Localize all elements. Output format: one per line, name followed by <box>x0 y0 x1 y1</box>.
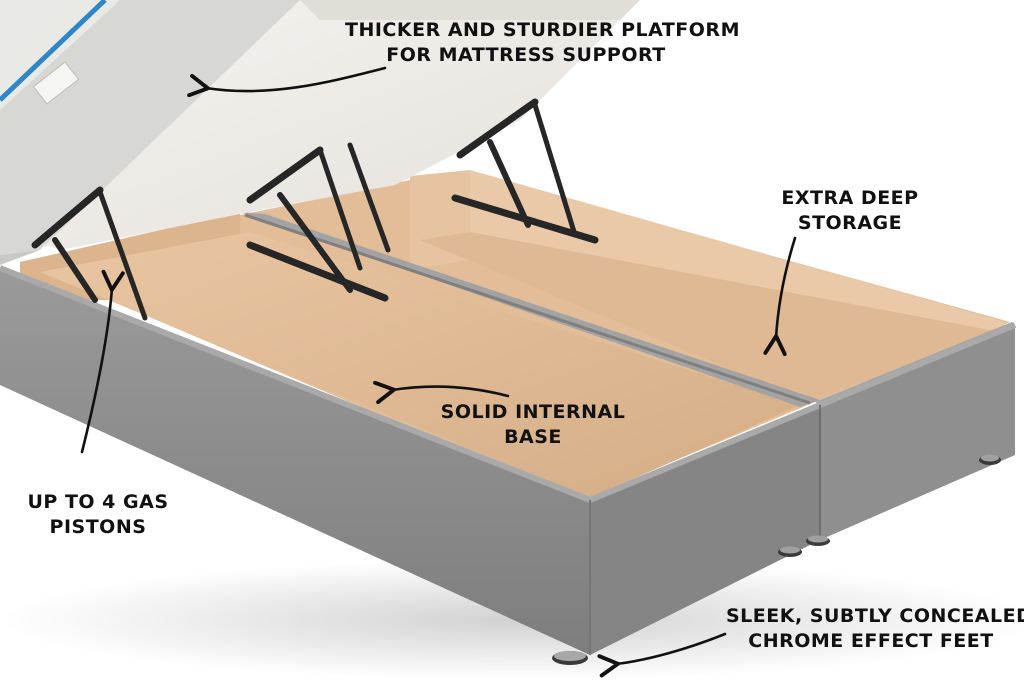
chrome-feet <box>552 454 1001 665</box>
gas-pistons <box>31 98 599 321</box>
annotation-arrows <box>80 66 797 678</box>
callout-feet-line2: CHROME EFFECT FEET <box>748 630 994 652</box>
right-end-panel <box>820 325 1015 540</box>
internal-base-right <box>420 232 1000 402</box>
arrow-base <box>373 380 510 405</box>
floor-shadow <box>0 560 1024 680</box>
piston-2 <box>246 146 389 302</box>
callout-storage: EXTRA DEEP STORAGE <box>760 186 940 236</box>
callout-pistons-line1: UP TO 4 GAS <box>27 491 169 513</box>
piston-3 <box>347 142 391 253</box>
arrow-storage <box>763 236 797 357</box>
callout-feet-line1: SLEEK, SUBTLY CONCEALED <box>726 605 1024 627</box>
callout-platform-line2: FOR MATTRESS SUPPORT <box>386 44 666 66</box>
piston-1 <box>31 186 148 321</box>
divan-base-fabric <box>0 265 1017 655</box>
arrow-feet <box>597 632 727 678</box>
internal-base-left <box>40 232 800 498</box>
mattress-stripe <box>0 0 107 102</box>
callout-base: SOLID INTERNAL BASE <box>440 400 626 450</box>
callout-platform: THICKER AND STURDIER PLATFORM FOR MATTRE… <box>345 18 740 68</box>
callout-pistons-line2: PISTONS <box>49 516 147 538</box>
lid-underside <box>0 0 640 250</box>
arrow-platform <box>187 66 387 98</box>
front-end-panel <box>590 405 820 655</box>
piston-4 <box>451 98 599 244</box>
mattress-label <box>32 61 80 105</box>
callout-base-line2: BASE <box>504 426 562 448</box>
callout-platform-line1: THICKER AND STURDIER PLATFORM <box>345 19 740 41</box>
callout-base-line1: SOLID INTERNAL <box>440 401 626 423</box>
callout-pistons: UP TO 4 GAS PISTONS <box>18 490 178 540</box>
lifted-platform <box>0 0 640 265</box>
front-side-panel <box>0 268 590 655</box>
callout-storage-line2: STORAGE <box>797 212 903 234</box>
callout-storage-line1: EXTRA DEEP <box>781 187 919 209</box>
arrow-pistons <box>80 269 125 454</box>
callout-feet: SLEEK, SUBTLY CONCEALED CHROME EFFECT FE… <box>726 604 1024 654</box>
